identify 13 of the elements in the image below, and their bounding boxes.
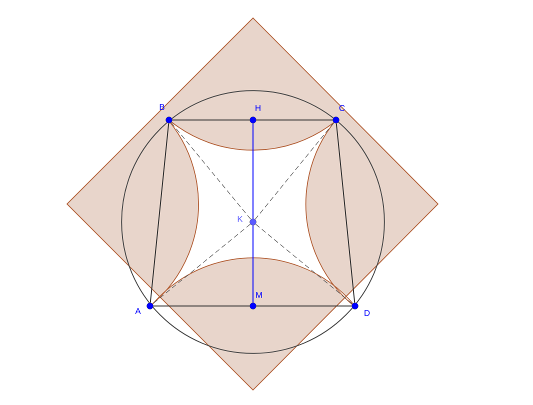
point-label: A [135, 308, 141, 314]
line-segment [150, 122, 170, 304]
point-label: H [256, 105, 260, 111]
point-label: D [364, 310, 370, 316]
line-segment [252, 224, 254, 304]
line-segment [252, 122, 254, 220]
dashed-line [152, 224, 251, 304]
point-label: M [256, 292, 262, 298]
point-label: K [238, 216, 243, 222]
dashed-line [170, 122, 252, 220]
dashed-line [255, 224, 353, 304]
line-segment [336, 122, 356, 304]
dashed-line [254, 122, 334, 220]
